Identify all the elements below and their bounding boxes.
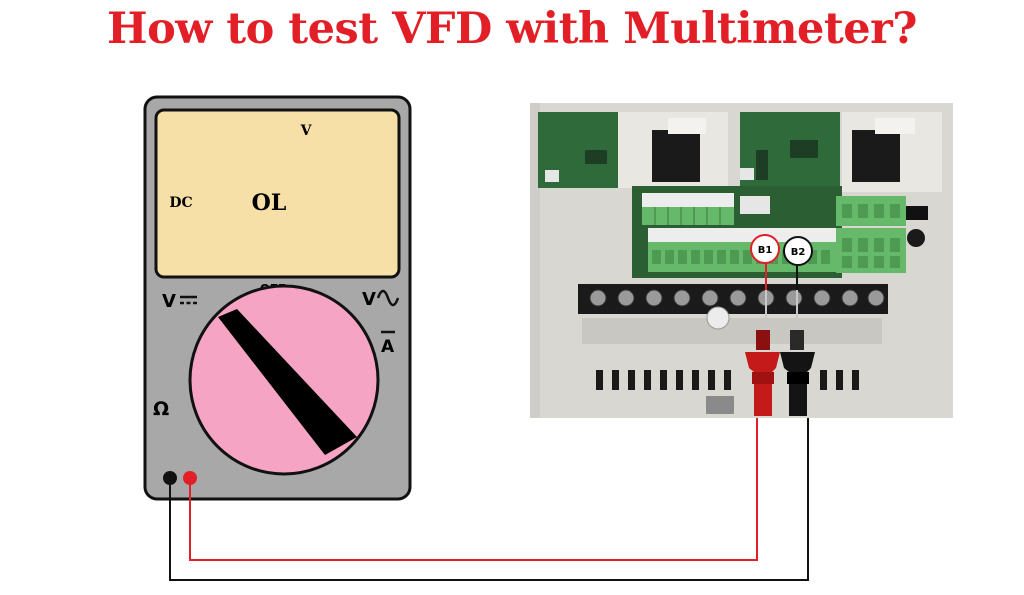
b1-label: B1 [758, 245, 773, 256]
b2-label: B2 [791, 247, 806, 258]
com-jack[interactable] [163, 471, 177, 485]
control-terminal-strip-top [642, 193, 734, 207]
multimeter: V DC OL OFF V V A Ω [145, 97, 410, 499]
amp-label: A [381, 337, 395, 357]
lcd-reading: OL [252, 190, 287, 216]
lcd-unit-label: V [300, 123, 313, 139]
svg-text:V: V [362, 289, 376, 310]
vfd-unit: B1 B2 [530, 103, 953, 418]
control-terminal-strip-bottom [648, 228, 838, 242]
ohm-label: Ω [153, 398, 169, 420]
svg-text:V: V [162, 291, 176, 312]
volt-jack[interactable] [183, 471, 197, 485]
lcd-mode-label: DC [169, 195, 192, 211]
